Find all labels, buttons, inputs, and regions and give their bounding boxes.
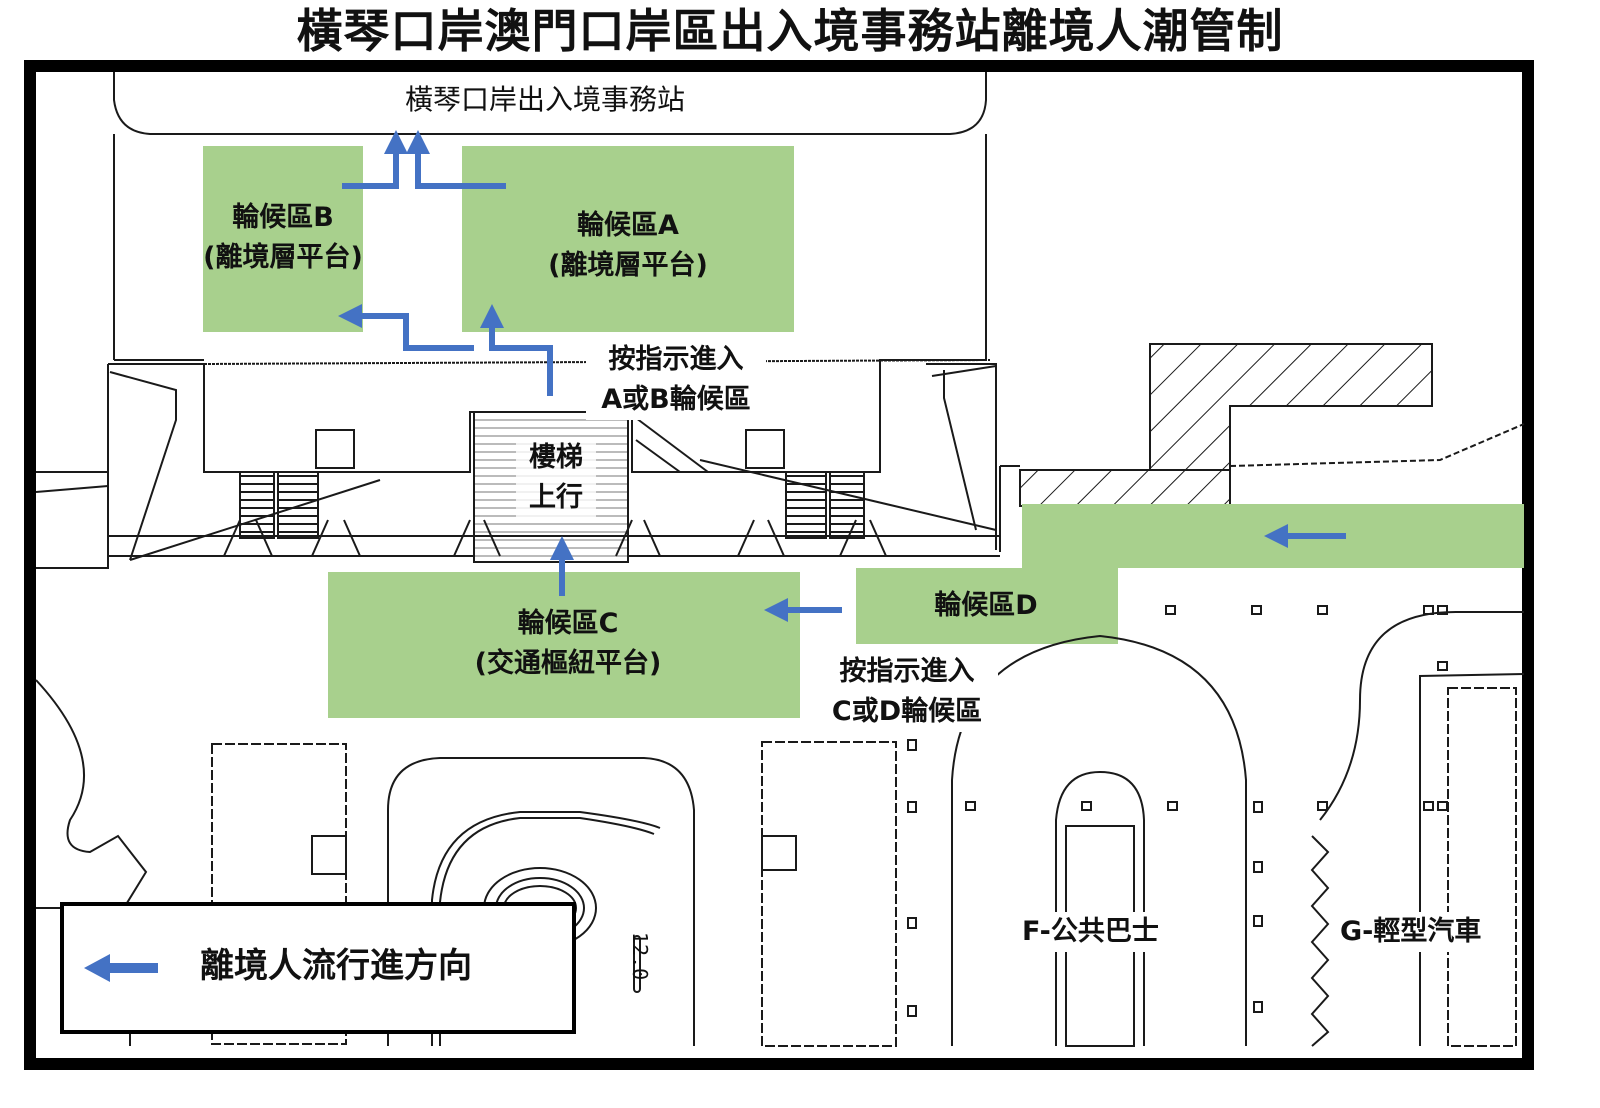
instruction-cd: 按指示進入 C或D輪候區 (816, 652, 998, 732)
transport-car-label: G-輕型汽車 (1334, 912, 1488, 952)
flow-arrow-to-zone-a (480, 304, 553, 396)
transport-bus-label: F-公共巴士 (1016, 912, 1165, 952)
flow-arrows (338, 130, 1346, 622)
stairs-label-line1: 樓梯 (529, 442, 583, 473)
flow-arrow-to-station-right (406, 130, 506, 189)
dimension-label: 12.0 (628, 932, 652, 981)
zone-b-sub: (離境層平台) (203, 242, 363, 273)
bollards (907, 605, 1448, 1017)
zone-b: 輪候區B (離境層平台) (190, 198, 376, 278)
zone-d-name: 輪候區D (934, 590, 1038, 621)
left-arrow-icon (84, 954, 158, 982)
stairs-label-line2: 上行 (529, 482, 583, 513)
instruction-ab-line2: A或B輪候區 (586, 380, 766, 420)
waiting-zones (203, 146, 1524, 718)
instruction-ab: 按指示進入 A或B輪候區 (586, 340, 766, 420)
stairs (223, 411, 887, 563)
zone-c-sub: (交通樞紐平台) (474, 648, 662, 679)
flow-arrow-to-zone-b (338, 304, 474, 351)
zone-d-area (856, 504, 1524, 644)
zone-a: 輪候區A (離境層平台) (530, 206, 726, 286)
flow-arrow-to-station-left (342, 130, 408, 189)
stairs-label: 樓梯 上行 (516, 438, 596, 518)
zone-c: 輪候區C (交通樞紐平台) (456, 604, 680, 684)
building-label: 橫琴口岸出入境事務站 (404, 83, 685, 116)
page-title: 橫琴口岸澳門口岸區出入境事務站離境人潮管制 (296, 4, 1284, 58)
zone-a-sub: (離境層平台) (548, 250, 708, 281)
zone-a-area (462, 146, 794, 332)
zone-a-name: 輪候區A (577, 210, 679, 241)
hatched-structure (999, 343, 1525, 552)
instruction-cd-line1: 按指示進入 (816, 652, 998, 692)
legend: 離境人流行進方向 (60, 902, 576, 1034)
instruction-ab-line1: 按指示進入 (586, 340, 766, 380)
instruction-cd-line2: C或D輪候區 (816, 692, 998, 732)
zone-d: 輪候區D (916, 586, 1056, 626)
zone-b-name: 輪候區B (232, 202, 334, 233)
zone-c-area (328, 572, 800, 718)
zone-b-area (203, 146, 363, 332)
zone-c-name: 輪候區C (517, 608, 619, 639)
legend-label: 離境人流行進方向 (200, 946, 472, 986)
